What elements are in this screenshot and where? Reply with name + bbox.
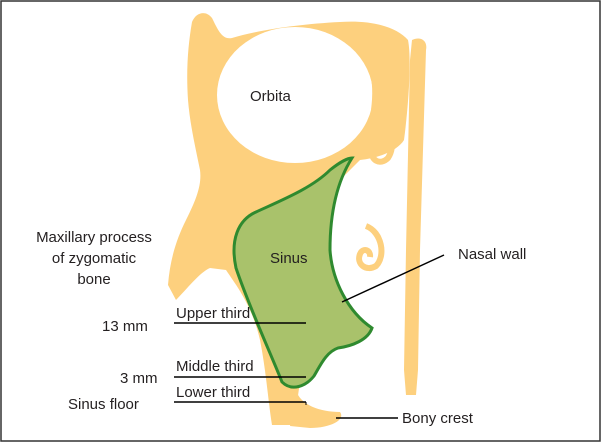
maxillary-line-2: of zygomatic — [8, 250, 180, 267]
orbita-cavity — [217, 27, 373, 163]
label-upper-third: Upper third — [176, 305, 250, 322]
label-orbita: Orbita — [250, 88, 291, 105]
maxillary-line-3: bone — [8, 271, 180, 288]
label-13mm: 13 mm — [102, 318, 148, 335]
label-nasal-wall: Nasal wall — [458, 246, 526, 263]
label-middle-third: Middle third — [176, 358, 254, 375]
label-bony-crest: Bony crest — [402, 410, 473, 427]
label-sinus-floor: Sinus floor — [68, 396, 139, 413]
label-3mm: 3 mm — [120, 370, 158, 387]
maxillary-line-1: Maxillary process — [8, 229, 180, 246]
label-maxillary-process: Maxillary process of zygomatic bone — [8, 229, 180, 288]
label-sinus: Sinus — [270, 250, 308, 267]
label-lower-third: Lower third — [176, 384, 250, 401]
